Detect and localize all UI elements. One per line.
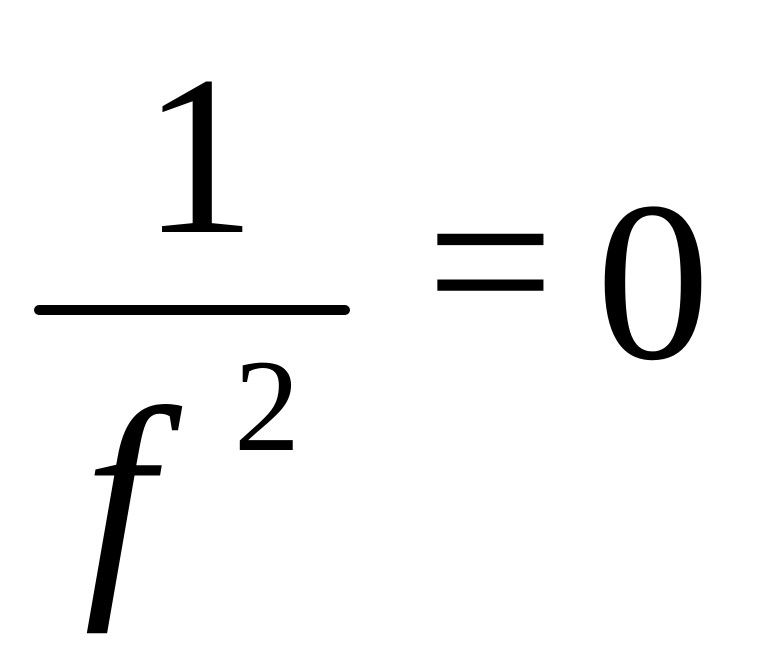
- equals-sign: =: [426, 136, 555, 388]
- fraction-numerator: 1: [142, 30, 256, 282]
- fraction-bar: [34, 305, 350, 315]
- fraction-denominator-variable: f: [84, 358, 154, 635]
- right-hand-side-value: 0: [596, 156, 710, 408]
- denominator-exponent: 2: [234, 332, 300, 479]
